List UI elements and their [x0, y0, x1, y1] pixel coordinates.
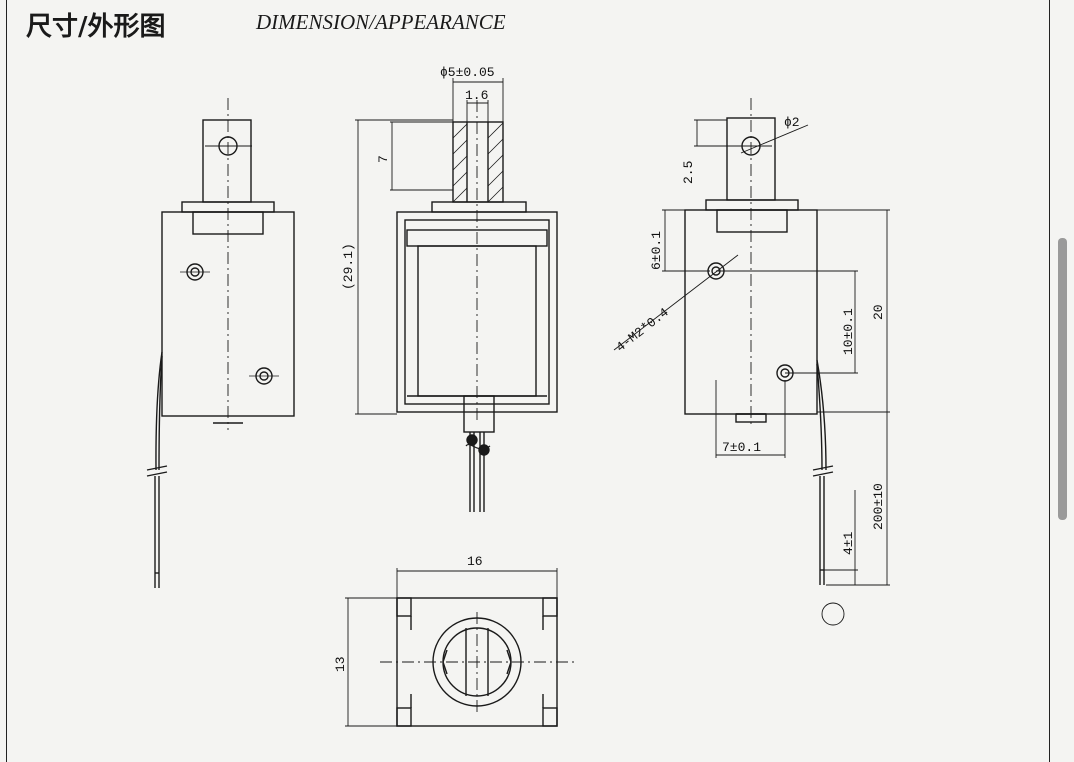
side-view-dimensions	[662, 119, 890, 626]
side-view-left	[146, 98, 295, 588]
dim-lead-length: 200±10	[871, 483, 886, 530]
dim-top-hole-offset: 6±0.1	[649, 231, 664, 270]
title-chinese: 尺寸/外形图	[26, 12, 166, 42]
front-view	[396, 100, 558, 512]
dim-hole-offset: 2.5	[681, 161, 696, 184]
bottom-view-dimensions	[345, 568, 558, 727]
scrollbar[interactable]	[1058, 238, 1067, 520]
dim-strip-length: 4±1	[841, 531, 856, 555]
dim-width: 16	[467, 554, 483, 569]
side-view-right	[613, 98, 834, 585]
drawing-frame	[6, 0, 1050, 762]
dim-thread-spec: 4-M2*0.4	[613, 305, 672, 355]
dim-hole-spacing-horizontal: 7±0.1	[722, 440, 761, 455]
dim-hole-diameter: ϕ2	[784, 115, 800, 130]
dim-plunger-diameter: ϕ5±0.05	[440, 65, 495, 80]
dim-overall-height: (29.1)	[341, 243, 356, 290]
bottom-view	[380, 597, 575, 727]
dim-body-height: 20	[871, 304, 886, 320]
dim-plunger-length: 7	[376, 155, 391, 163]
dim-hole-spacing-vertical: 10±0.1	[841, 308, 856, 355]
title-english: DIMENSION/APPEARANCE	[256, 10, 506, 34]
front-view-dimensions	[355, 78, 504, 415]
dim-depth: 13	[333, 656, 348, 672]
dim-slot-width: 1.6	[465, 88, 488, 103]
